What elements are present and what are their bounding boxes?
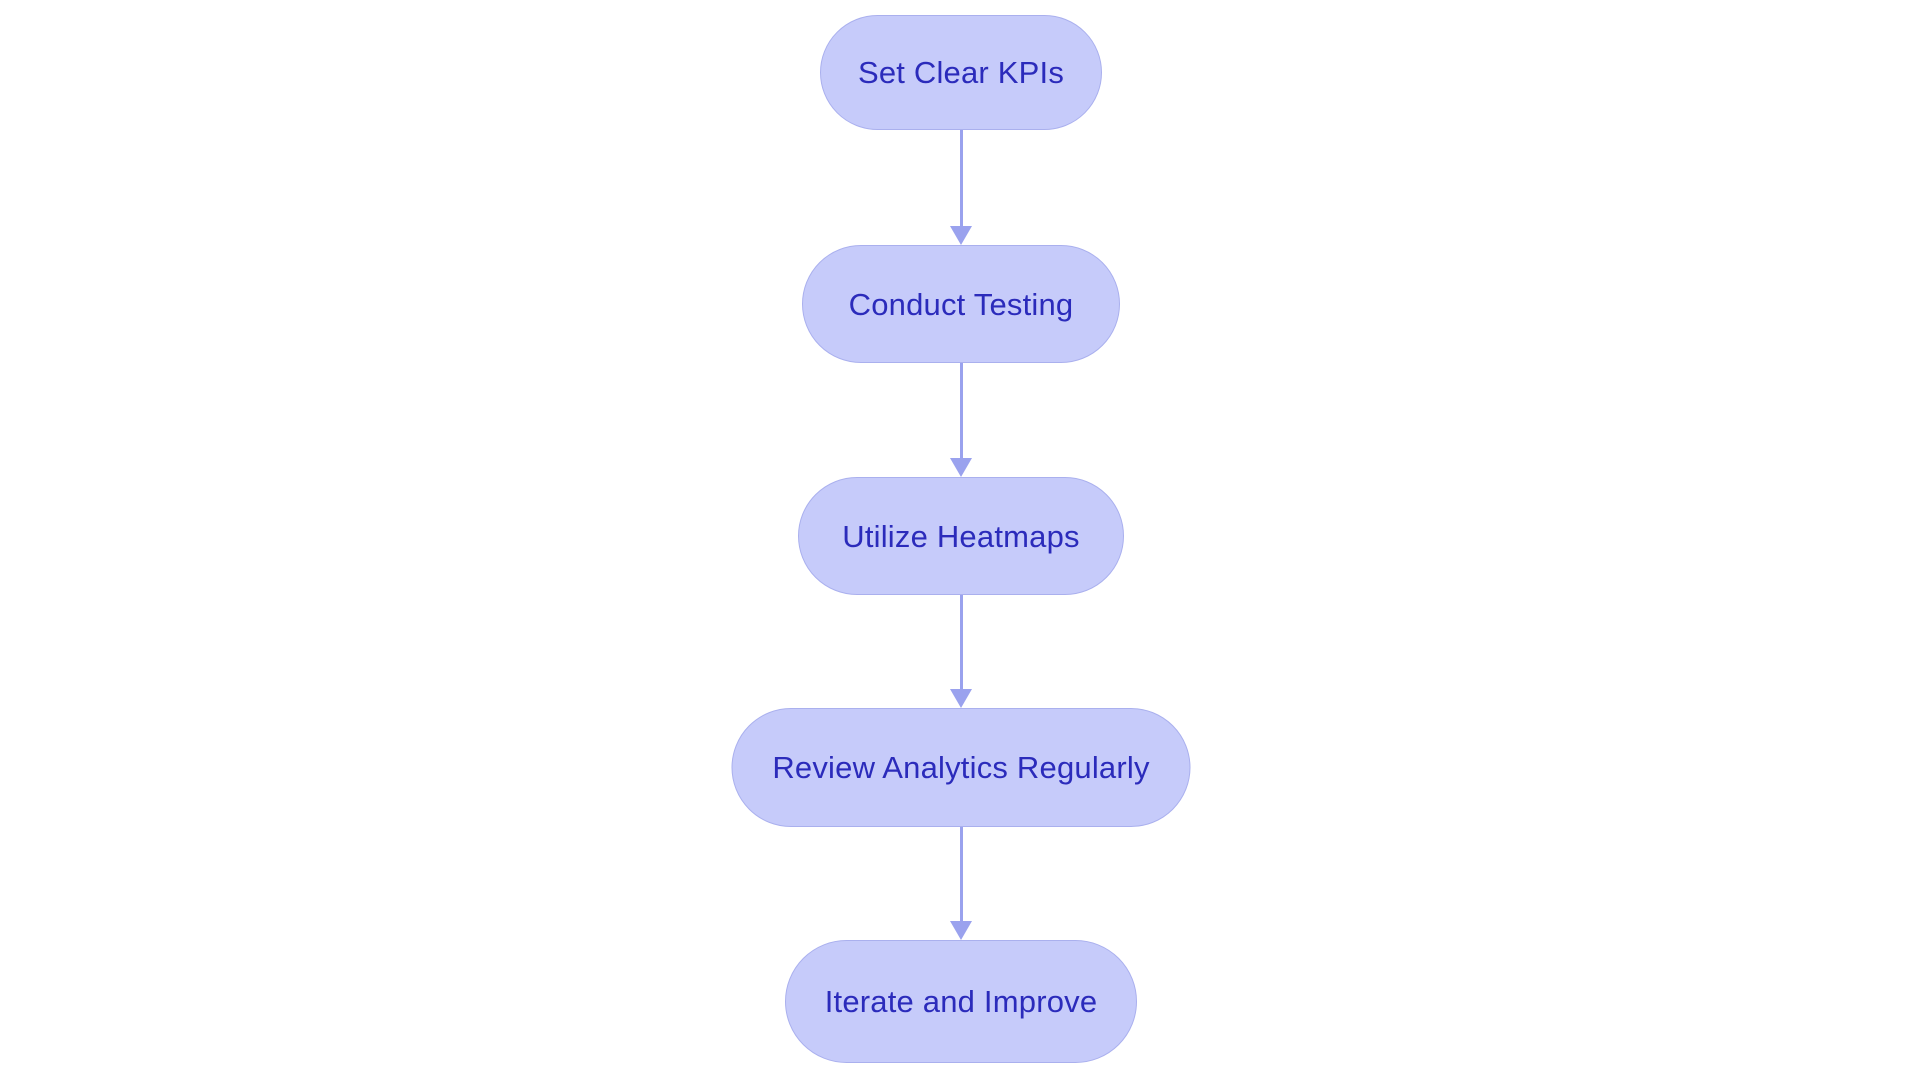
connector-shaft <box>959 363 963 458</box>
flow-node-set-clear-kpis[interactable]: Set Clear KPIs <box>820 15 1102 130</box>
arrow-down-icon <box>950 458 972 477</box>
connector-shaft <box>959 130 963 226</box>
flow-node-label: Iterate and Improve <box>824 984 1098 1019</box>
arrow-down-icon <box>950 689 972 708</box>
connector-shaft <box>959 595 963 689</box>
flow-connector-4 <box>949 827 973 940</box>
flow-connector-1 <box>949 130 973 245</box>
arrow-down-icon <box>950 226 972 245</box>
arrow-down-icon <box>950 921 972 940</box>
flow-node-label: Utilize Heatmaps <box>842 518 1080 554</box>
flow-node-review-analytics-regularly[interactable]: Review Analytics Regularly <box>731 708 1191 827</box>
flow-node-iterate-and-improve[interactable]: Iterate and Improve <box>785 940 1137 1063</box>
connector-shaft <box>959 827 963 921</box>
flow-node-utilize-heatmaps[interactable]: Utilize Heatmaps <box>798 477 1124 595</box>
flow-node-conduct-testing[interactable]: Conduct Testing <box>802 245 1120 363</box>
flow-node-label: Review Analytics Regularly <box>772 750 1150 785</box>
flow-node-label: Conduct Testing <box>848 286 1074 322</box>
flow-connector-3 <box>949 595 973 708</box>
flow-node-label: Set Clear KPIs <box>857 55 1065 90</box>
flow-connector-2 <box>949 363 973 477</box>
